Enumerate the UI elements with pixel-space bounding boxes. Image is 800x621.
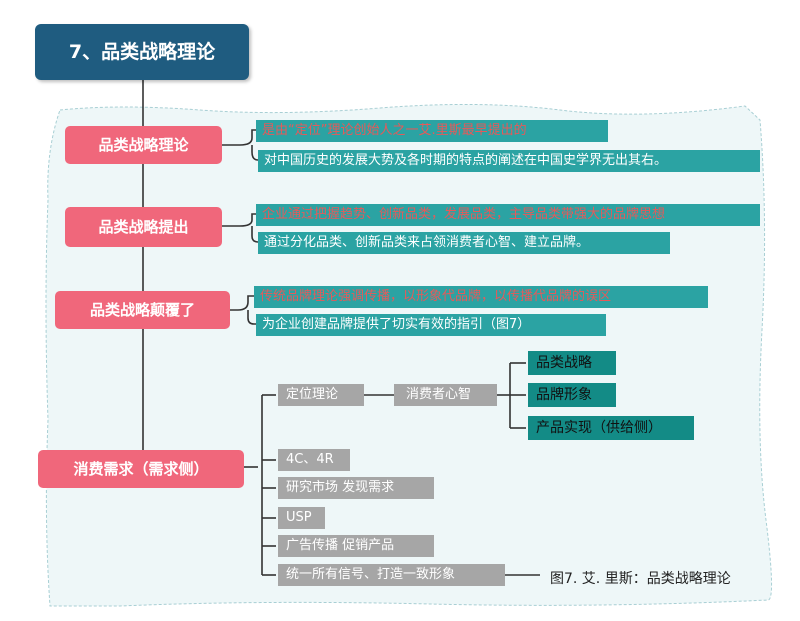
branch-2-item-2: 通过分化品类、创新品类来占领消费者心智、建立品牌。 [258,232,670,254]
branch-2-item-1: 企业通过把握趋势、创新品类，发展品类，主导品类带强大的品牌思想 [256,204,760,226]
branch-1-item-1: 是由“定位”理论创始人之一艾.里斯最早提出的 [256,120,608,142]
branch-3-item-1: 传统品牌理论强调传播，以形象代品牌，以传播代品牌的误区 [254,286,708,308]
branch-4-item-advertising: 广告传播 促销产品 [278,535,434,557]
branch-4-sub-consumer-mind: 消费者心智 [394,384,497,406]
branch-2-node: 品类战略提出 [65,207,222,247]
sub-item-brand-image: 品牌形象 [528,383,616,407]
branch-1-item-2: 对中国历史的发展大势及各时期的特点的阐述在中国史学界无出其右。 [258,150,760,172]
page-title: 7、品类战略理论 [35,24,249,80]
branch-1-node: 品类战略理论 [65,126,222,164]
branch-3-node: 品类战略颠覆了 [55,291,230,329]
sub-item-product-realization: 产品实现（供给侧） [528,416,694,440]
branch-3-item-2: 为企业创建品牌提供了切实有效的指引（图7） [256,314,606,336]
branch-4-item-4c4r: 4C、4R [278,449,350,471]
figure-caption: 图7. 艾. 里斯：品类战略理论 [550,571,731,587]
branch-4-item-positioning: 定位理论 [278,384,364,406]
branch-4-item-usp: USP [278,507,325,529]
branch-4-item-unify-signals: 统一所有信号、打造一致形象 [278,564,505,586]
branch-4-item-research: 研究市场 发现需求 [278,477,434,499]
branch-4-node: 消费需求（需求侧） [38,450,244,488]
sub-item-category-strategy: 品类战略 [528,351,616,375]
